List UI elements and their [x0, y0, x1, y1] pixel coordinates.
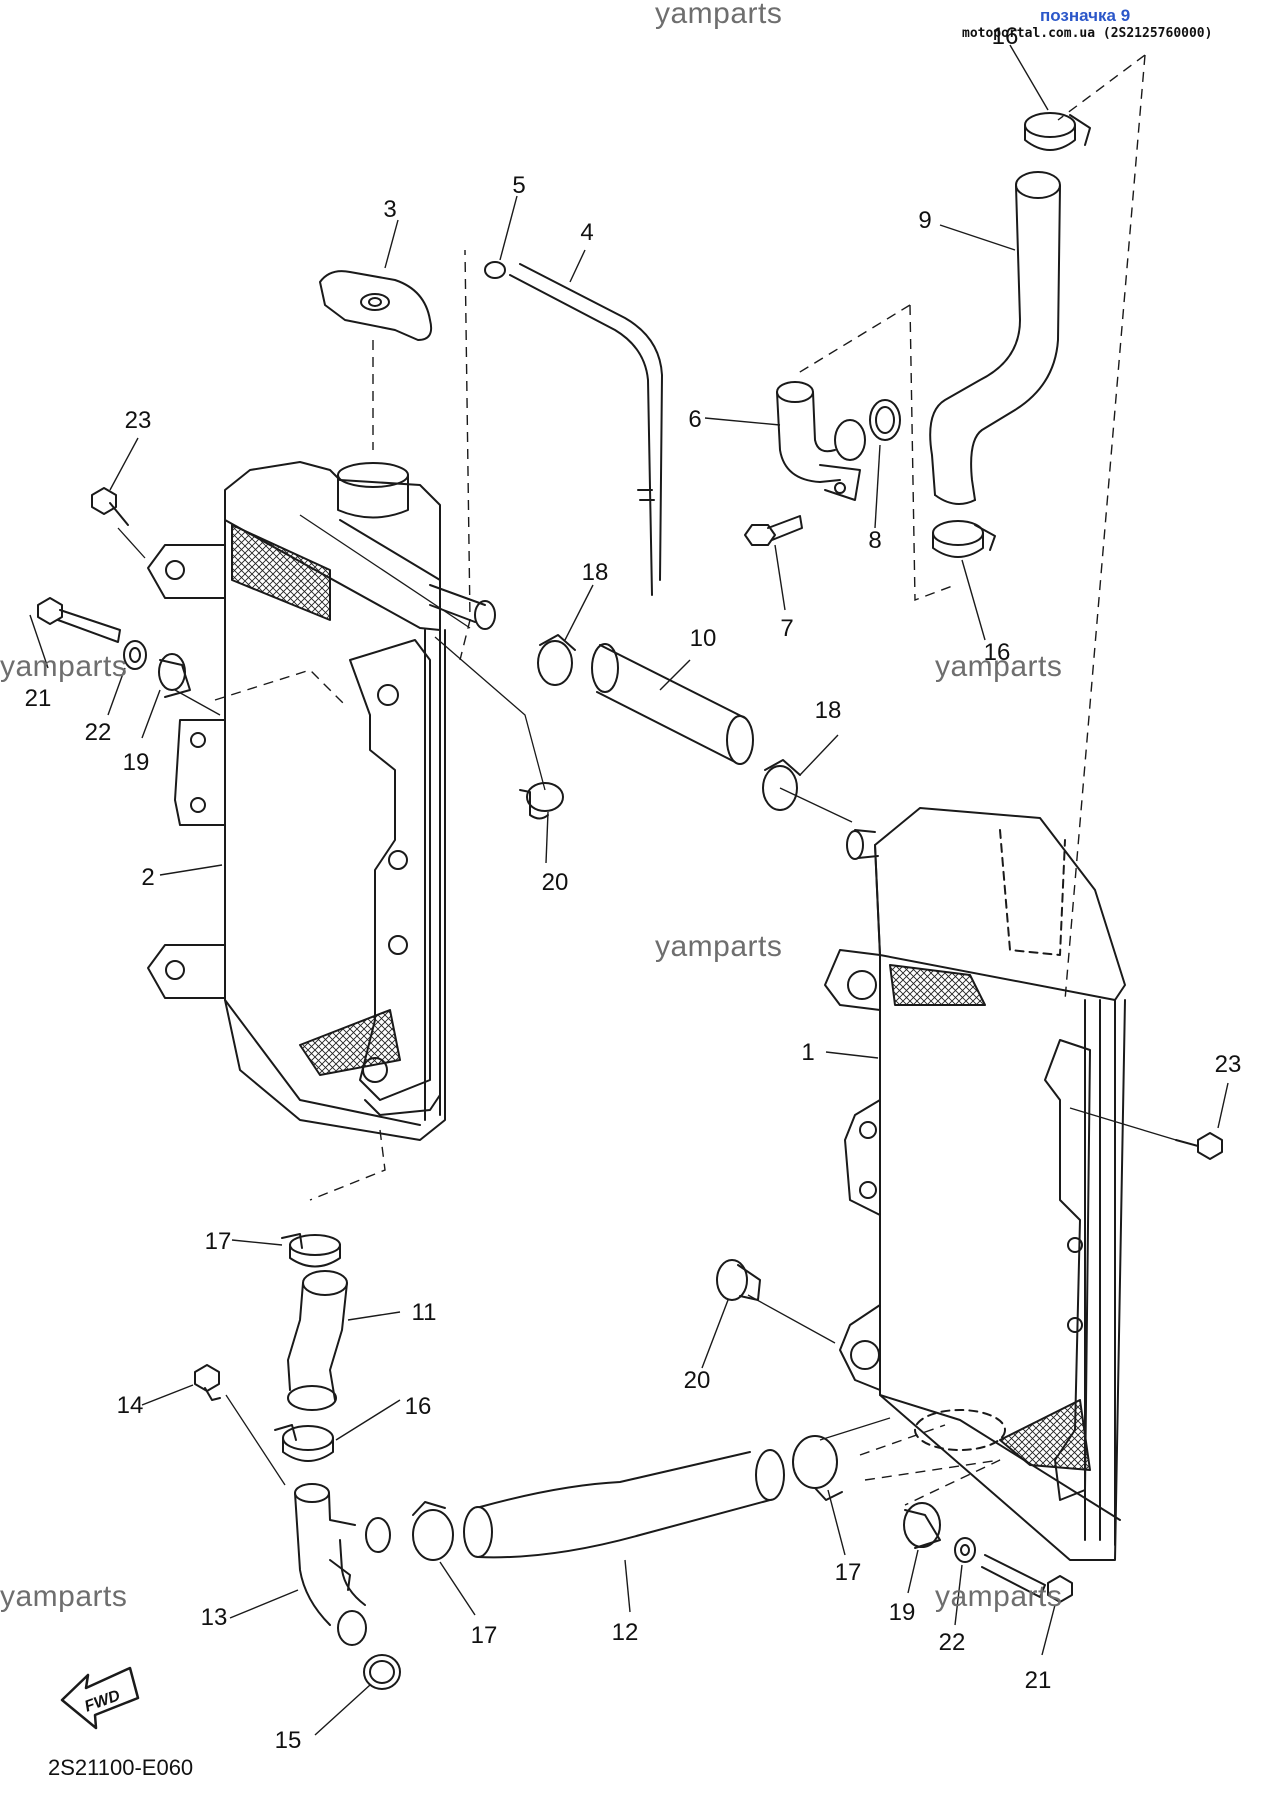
callout-19: 19: [123, 749, 150, 776]
callout-16: 16: [405, 1393, 432, 1420]
watermark: yamparts: [655, 0, 783, 30]
clamp: [281, 1233, 341, 1268]
watermark: yamparts: [0, 1580, 128, 1613]
callout-20: 20: [542, 869, 569, 896]
callout-22: 22: [939, 1629, 966, 1656]
clamp: [537, 634, 576, 686]
washer: [123, 640, 147, 670]
callout-5: 5: [512, 172, 525, 199]
watermark: yamparts: [935, 650, 1063, 683]
callout-labels: 3 5 4 16 9 6 8 7 23 18 21 22 19 10 18 20…: [25, 23, 1242, 1754]
lower-hose: [287, 1270, 348, 1411]
clamp: [792, 1435, 843, 1501]
hose-fitting: [776, 381, 866, 501]
callout-18: 18: [582, 559, 609, 586]
collar: [519, 782, 564, 820]
collar: [716, 1259, 761, 1301]
assembly-lines: [214, 54, 1146, 1506]
callout-leaders: [29, 44, 1229, 1736]
watermark: yamparts: [935, 1580, 1063, 1613]
callout-23: 23: [125, 407, 152, 434]
callout-10: 10: [690, 625, 717, 652]
upper-hose: [929, 171, 1061, 505]
o-ring: [363, 1654, 401, 1690]
callout-13: 13: [201, 1604, 228, 1631]
clamp: [932, 520, 996, 558]
callout-17: 17: [471, 1622, 498, 1649]
bolt: [194, 1364, 221, 1401]
callout-16: 16: [984, 639, 1011, 666]
middle-hose: [591, 643, 754, 765]
fwd-arrow-icon: [60, 1666, 140, 1730]
callout-4: 4: [580, 219, 593, 246]
callout-8: 8: [868, 527, 881, 554]
callout-17: 17: [835, 1559, 862, 1586]
callout-20: 20: [684, 1367, 711, 1394]
clamp: [762, 759, 801, 811]
source-text: motoportal.com.ua (2S2125760000): [962, 26, 1213, 41]
grommet: [903, 1502, 941, 1549]
washer: [954, 1537, 976, 1563]
callout-14: 14: [117, 1392, 144, 1419]
clamp: [412, 1501, 454, 1561]
callout-23: 23: [1215, 1051, 1242, 1078]
callout-16: 16: [992, 23, 1019, 50]
header-link[interactable]: позначка 9: [1040, 6, 1131, 25]
callout-7: 7: [780, 615, 793, 642]
long-bolt: [37, 597, 121, 643]
callout-21: 21: [25, 685, 52, 712]
left-radiator: [147, 461, 496, 1141]
diagram-code: 2S21100-E060: [48, 1755, 194, 1780]
callout-9: 9: [918, 207, 931, 234]
clamp: [1024, 112, 1091, 151]
callout-15: 15: [275, 1727, 302, 1754]
callout-1: 1: [801, 1039, 814, 1066]
overflow-hose: [484, 261, 663, 596]
clamp: [274, 1424, 334, 1462]
watermark: yamparts: [655, 930, 783, 963]
callout-22: 22: [85, 719, 112, 746]
watermark: yamparts: [0, 650, 128, 683]
callout-11: 11: [412, 1299, 437, 1326]
callout-21: 21: [1025, 1667, 1052, 1694]
leader-lines: [117, 514, 1177, 1486]
bolt: [744, 515, 803, 546]
callout-18: 18: [815, 697, 842, 724]
callout-19: 19: [889, 1599, 916, 1626]
callout-17: 17: [205, 1228, 232, 1255]
lower-fitting: [294, 1483, 391, 1646]
radiator-cap: [319, 270, 433, 341]
callout-6: 6: [688, 406, 701, 433]
bolt: [91, 487, 129, 526]
right-radiator: [824, 807, 1126, 1561]
grommet: [158, 653, 191, 698]
long-bolt: [981, 1554, 1073, 1603]
callout-12: 12: [612, 1619, 639, 1646]
long-hose: [463, 1449, 785, 1559]
callout-3: 3: [383, 196, 396, 223]
callout-2: 2: [141, 864, 154, 891]
bolt: [1175, 1132, 1223, 1160]
o-ring: [869, 399, 901, 441]
